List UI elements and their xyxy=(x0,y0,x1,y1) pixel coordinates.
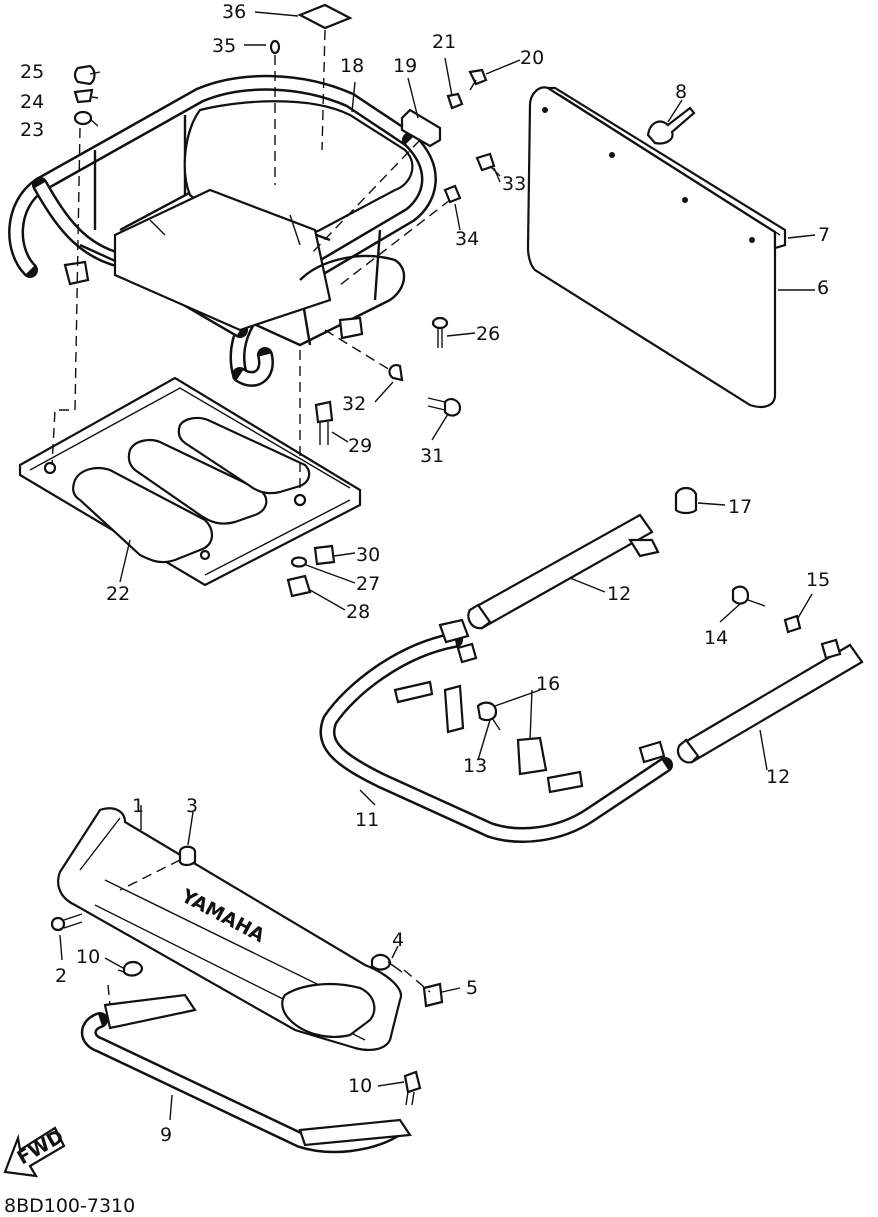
hardware-upper xyxy=(73,3,501,598)
part-labels: 1 2 3 4 5 6 7 8 9 10 10 11 12 12 13 14 1… xyxy=(20,1,830,1146)
label-34: 34 xyxy=(455,228,479,250)
forward-arrow: FWD xyxy=(3,1125,68,1178)
label-11: 11 xyxy=(355,809,379,831)
label-27: 27 xyxy=(356,573,380,595)
label-25: 25 xyxy=(20,61,44,83)
label-14: 14 xyxy=(704,627,728,649)
seat-frame xyxy=(8,74,437,387)
label-6: 6 xyxy=(817,277,829,299)
label-24: 24 xyxy=(20,91,44,113)
lower-guard xyxy=(80,993,412,1154)
panel-assembly xyxy=(526,86,787,409)
label-29: 29 xyxy=(348,435,372,457)
label-22: 22 xyxy=(106,583,130,605)
label-10-upper: 10 xyxy=(76,946,100,968)
fwd-text: FWD xyxy=(14,1125,68,1169)
label-32: 32 xyxy=(342,393,366,415)
skid-plate xyxy=(18,376,362,587)
label-13: 13 xyxy=(463,755,487,777)
label-21: 21 xyxy=(432,31,456,53)
label-30: 30 xyxy=(356,544,380,566)
label-5: 5 xyxy=(466,977,478,999)
leader-lines xyxy=(51,11,816,1121)
label-2: 2 xyxy=(55,965,67,987)
guard-assembly xyxy=(319,486,864,843)
label-18: 18 xyxy=(340,55,364,77)
label-1: 1 xyxy=(132,795,144,817)
label-9: 9 xyxy=(160,1124,172,1146)
label-36: 36 xyxy=(222,1,246,23)
label-20: 20 xyxy=(520,47,544,69)
label-12-lower: 12 xyxy=(766,766,790,788)
label-17: 17 xyxy=(728,496,752,518)
label-28: 28 xyxy=(346,601,370,623)
label-15: 15 xyxy=(806,569,830,591)
label-26: 26 xyxy=(476,323,500,345)
label-23: 23 xyxy=(20,119,44,141)
drawing-code: 8BD100-7310 xyxy=(4,1195,135,1217)
label-7: 7 xyxy=(818,224,830,246)
front-bumper: YAMAHA xyxy=(50,807,444,1106)
label-33: 33 xyxy=(502,173,526,195)
label-19: 19 xyxy=(393,55,417,77)
label-8: 8 xyxy=(675,81,687,103)
label-16: 16 xyxy=(536,673,560,695)
label-3: 3 xyxy=(186,795,198,817)
label-12-upper: 12 xyxy=(607,583,631,605)
label-31: 31 xyxy=(420,445,444,467)
label-35: 35 xyxy=(212,35,236,57)
label-10-lower: 10 xyxy=(348,1075,372,1097)
label-4: 4 xyxy=(392,929,404,951)
